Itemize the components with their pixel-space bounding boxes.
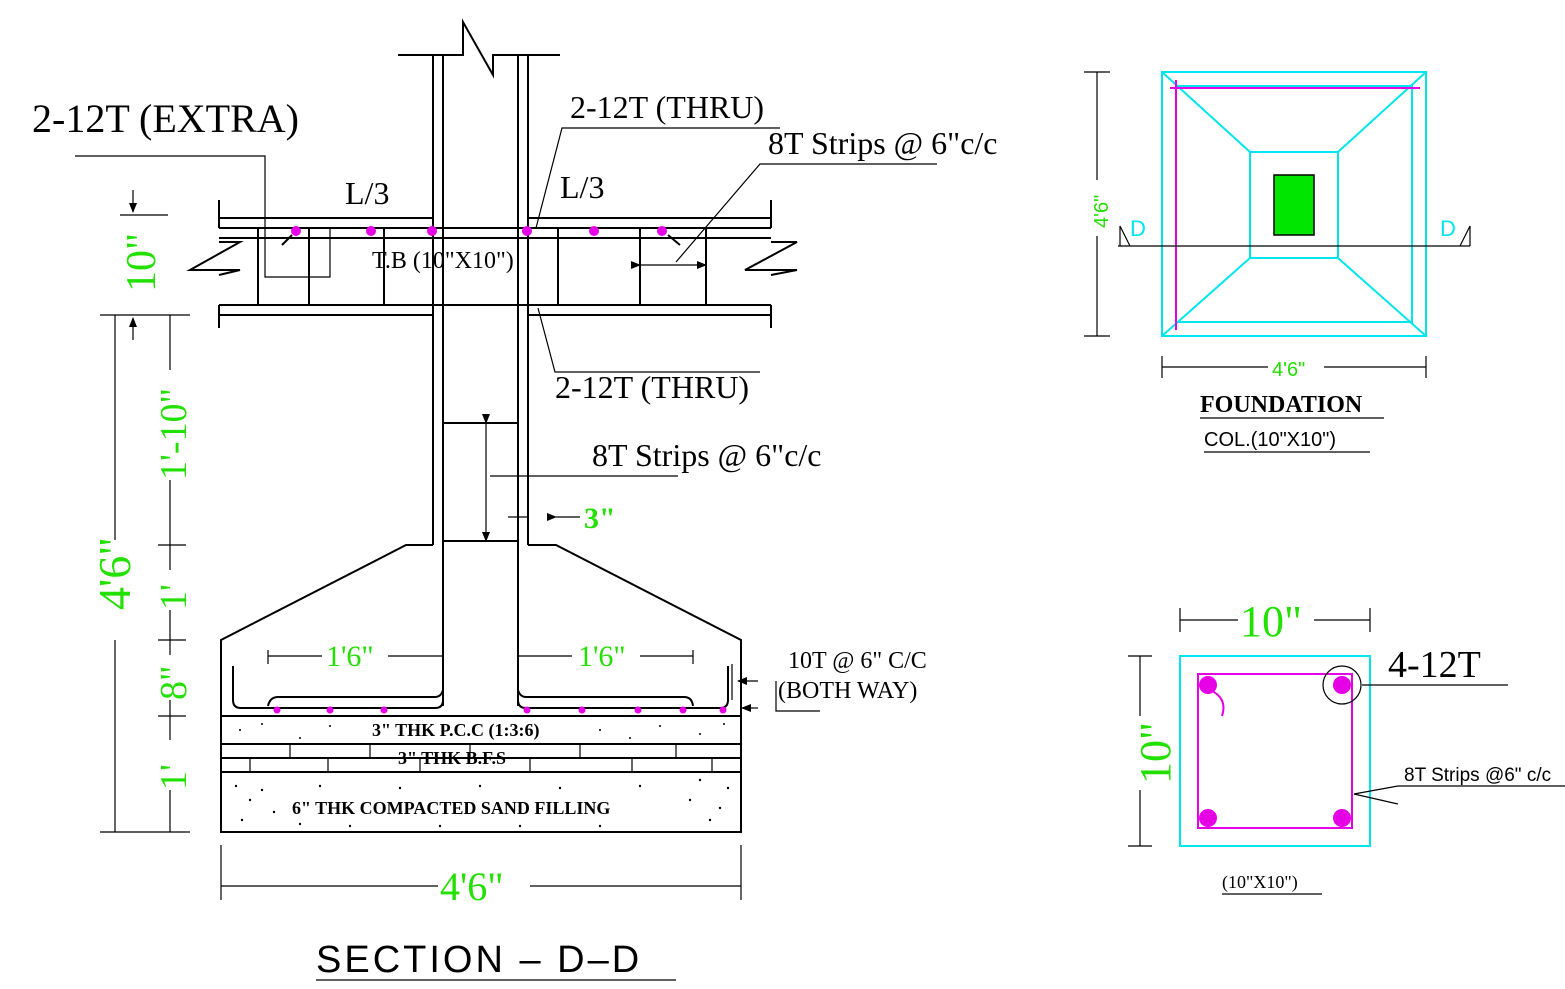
label-extra-bars: 2-12T (EXTRA) [32,96,299,141]
plan-dim-horizontal: 4'6" [1272,359,1305,381]
label-l3-right: L/3 [560,169,604,205]
column-block [1273,174,1315,236]
col-strips-label: 8T Strips @6" c/c [1404,765,1551,786]
dim-right-bar: 1'6" [578,640,626,673]
label-thru-top: 2-12T (THRU) [570,89,764,125]
leader-strips-beam [675,163,937,263]
dim-total-height: 4'6" [89,537,140,610]
column-section: 10" 10" 4-12T 8T Strips @6" c/c (10"X10"… [1128,597,1565,895]
cut-label-left: D [1130,216,1146,241]
rebar-dot [291,226,301,236]
sub-base-layers [220,715,742,833]
col-caption: (10"X10") [1222,872,1298,893]
rebar-dot [366,226,376,236]
rebar-dot [589,226,599,236]
label-bfs: 3" THK B.F.S [398,748,506,768]
base-bar-left [232,666,444,709]
base-bar-right [517,666,729,709]
label-mesh-line1: 10T @ 6" C/C [788,648,927,674]
label-tie-beam: T.B (10"X10") [372,248,514,274]
dim-width: 4'6" [440,864,504,909]
col-dim-vertical: 10" [1131,722,1180,784]
dim-left-bar: 1'6" [326,640,374,673]
rebar-dot [427,226,437,236]
dim-cover: 3" [584,502,616,535]
footing-outline [220,544,742,717]
column-break-line [398,18,560,79]
leader-thru-top [535,127,780,229]
foundation-plan: D D 4'6" 4'6" FOUNDATION COL.(10"X10") [1084,71,1471,453]
pedestal-outline [1249,151,1339,259]
plan-subtitle: COL.(10"X10") [1204,429,1336,451]
label-mesh-line2: (BOTH WAY) [778,678,917,704]
left-dimensions [100,190,742,900]
plan-dim-vertical: 4'6" [1091,195,1113,228]
hook-left [267,689,444,707]
label-strips-column: 8T Strips @ 6"c/c [592,437,821,473]
footing-outline-plan [1161,71,1427,337]
hook-right [517,689,694,707]
label-sand: 6" THK COMPACTED SAND FILLING [292,798,610,818]
dim-taper: 1' [153,584,195,610]
section-title: SECTION – D–D [316,939,642,981]
col-bars-label: 4-12T [1388,644,1481,686]
label-thru-bottom: 2-12T (THRU) [555,369,749,405]
column-outline [1179,655,1371,847]
dim-beam-depth: 10" [119,233,165,292]
rebar-dot [657,226,667,236]
leader-extra [75,155,331,278]
mesh-leader [775,681,820,712]
plan-title: FOUNDATION [1200,392,1363,418]
col-dim-horizontal: 10" [1240,597,1302,646]
dim-col-height: 1'-10" [153,388,195,480]
label-l3-left: L/3 [345,175,389,211]
label-pcc: 3" THK P.C.C (1:3:6) [372,720,540,741]
rebar-dot [522,226,532,236]
dim-layers: 1' [153,764,195,790]
label-strips-beam: 8T Strips @ 6"c/c [768,125,997,161]
section-d-d: 2-12T (EXTRA) 2-12T (THRU) 8T Strips @ 6… [32,18,997,981]
cut-label-right: D [1440,216,1456,241]
leader-thru-bottom [537,307,760,373]
dim-base: 8" [153,665,195,700]
column-tie [1197,673,1353,829]
tie-beam [186,200,798,328]
